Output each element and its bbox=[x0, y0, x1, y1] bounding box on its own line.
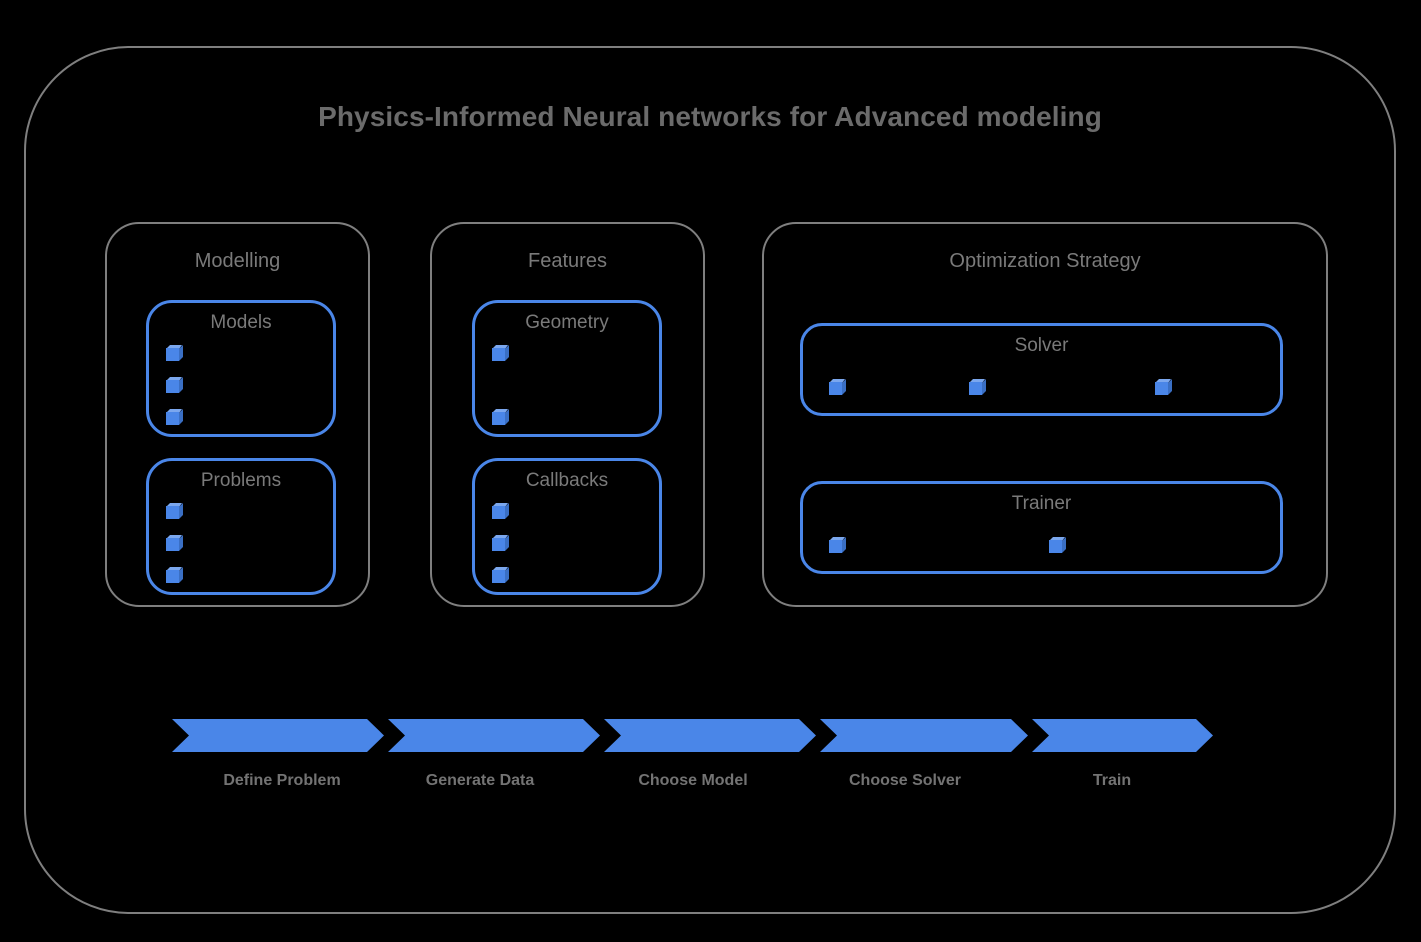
cube-bullet-icon bbox=[166, 377, 183, 394]
cube-bullet-icon bbox=[166, 567, 183, 584]
cube-bullet-icon bbox=[492, 535, 509, 552]
cube-bullet-icon bbox=[166, 503, 183, 520]
cube-bullet-icon bbox=[492, 409, 509, 426]
flow-step-label-4: Choose Solver bbox=[848, 772, 962, 789]
sub-box-models[interactable]: Models bbox=[146, 300, 336, 437]
cube-bullet-icon bbox=[166, 345, 183, 362]
group-panel-optimization-strategy[interactable]: Optimization Strategy bbox=[762, 222, 1328, 607]
flow-step-arrow-4[interactable] bbox=[820, 719, 1028, 752]
flow-step-label-2: Generate Data bbox=[425, 772, 535, 789]
cube-bullet-icon bbox=[492, 345, 509, 362]
cube-bullet-icon bbox=[829, 379, 846, 396]
outer-frame bbox=[24, 46, 1396, 914]
cube-bullet-icon bbox=[829, 537, 846, 554]
sub-title-solver: Solver bbox=[1014, 335, 1069, 356]
flow-step-label-3: Choose Model bbox=[638, 772, 748, 789]
group-panel-features[interactable]: Features bbox=[430, 222, 705, 607]
cube-bullet-icon bbox=[1049, 537, 1066, 554]
cube-bullet-icon bbox=[166, 409, 183, 426]
group-title-optimization-strategy: Optimization Strategy bbox=[949, 250, 1141, 272]
sub-title-trainer: Trainer bbox=[1011, 493, 1072, 514]
flow-step-label-5: Train bbox=[1092, 772, 1132, 789]
group-panel-modelling[interactable]: Modelling bbox=[105, 222, 370, 607]
group-title-features: Features bbox=[528, 250, 607, 272]
flow-step-arrow-5[interactable] bbox=[1032, 719, 1213, 752]
sub-box-geometry[interactable]: Geometry bbox=[472, 300, 662, 437]
cube-bullet-icon bbox=[492, 567, 509, 584]
cube-bullet-icon bbox=[1155, 379, 1172, 396]
sub-title-models: Models bbox=[210, 312, 272, 333]
cube-bullet-icon bbox=[166, 535, 183, 552]
sub-box-problems[interactable]: Problems bbox=[146, 458, 336, 595]
cube-bullet-icon bbox=[969, 379, 986, 396]
sub-title-geometry: Geometry bbox=[525, 312, 609, 333]
sub-box-callbacks[interactable]: Callbacks bbox=[472, 458, 662, 595]
sub-title-callbacks: Callbacks bbox=[525, 470, 609, 491]
process-flow bbox=[172, 719, 1213, 752]
sub-title-problems: Problems bbox=[200, 470, 282, 491]
cube-bullet-icon bbox=[492, 503, 509, 520]
flow-step-arrow-2[interactable] bbox=[388, 719, 600, 752]
sub-box-trainer[interactable]: Trainer bbox=[800, 481, 1283, 574]
flow-step-arrow-3[interactable] bbox=[604, 719, 816, 752]
flow-step-arrow-1[interactable] bbox=[172, 719, 384, 752]
sub-box-solver[interactable]: Solver bbox=[800, 323, 1283, 416]
page-title: Physics-Informed Neural networks for Adv… bbox=[318, 101, 1102, 132]
flow-step-label-1: Define Problem bbox=[223, 772, 341, 789]
group-title-modelling: Modelling bbox=[194, 250, 281, 272]
